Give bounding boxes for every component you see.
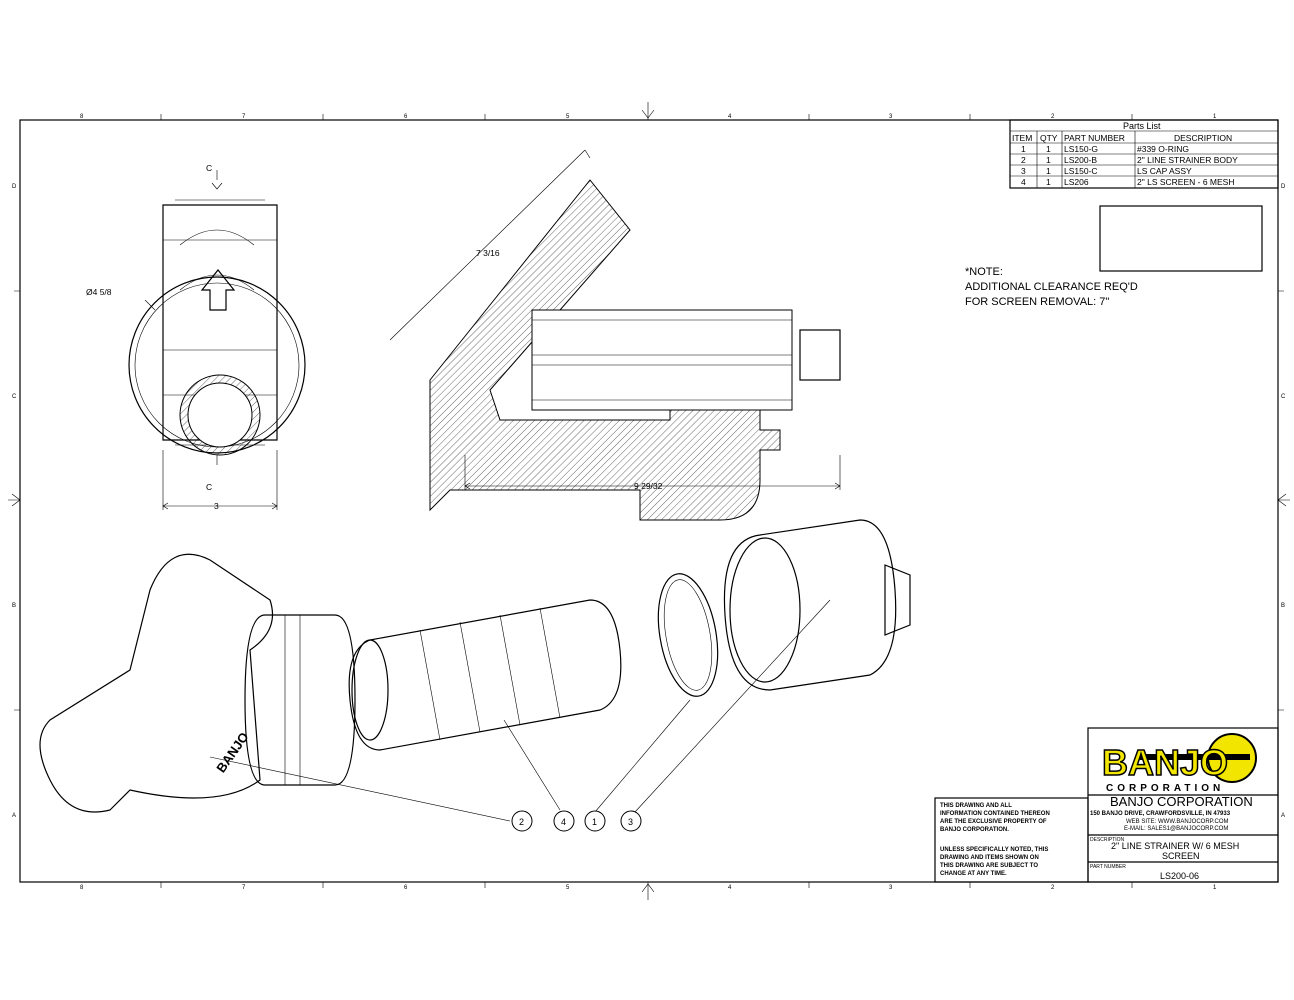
zone-col: 7 <box>242 114 246 120</box>
label-text: PART NUMBER <box>1090 864 1126 870</box>
label-text: 1 <box>1046 177 1051 187</box>
zone-col: 5 <box>566 885 570 891</box>
label-text: 1 <box>1021 144 1026 154</box>
blank-box <box>1099 205 1263 272</box>
zone-row: C <box>12 394 17 400</box>
label-text: ADDITIONAL CLEARANCE REQ'D <box>965 281 1138 293</box>
label-text: 2 <box>1021 155 1026 165</box>
parts-list: Parts List ITEM QTY PART NUMBER DESCRIPT… <box>1009 119 1279 189</box>
zone-col: 7 <box>242 885 246 891</box>
label-text: 4 <box>1021 177 1026 187</box>
zone-col: 8 <box>80 114 84 120</box>
zone-row: A <box>1281 813 1285 819</box>
parts-row: 2 1 LS200-B 2" LINE STRAINER BODY <box>1021 155 1238 165</box>
label-text: THIS DRAWING AND ALL <box>940 803 1012 809</box>
label-text: DRAWING AND ITEMS SHOWN ON <box>940 855 1039 861</box>
zone-row: B <box>1281 603 1285 609</box>
front-view: C C 3 Ø4 5/8 <box>86 163 306 511</box>
label-text: THIS DRAWING ARE SUBJECT TO <box>940 863 1038 869</box>
zone-col: 3 <box>889 885 893 891</box>
label-text: 1 <box>1046 155 1051 165</box>
company-name: BANJO CORPORATION <box>1110 794 1253 809</box>
label-text: 2" LS SCREEN - 6 MESH <box>1137 177 1235 187</box>
label-text: INFORMATION CONTAINED THEREON <box>940 811 1050 817</box>
col-header: PART NUMBER <box>1064 133 1125 143</box>
zone-col: 4 <box>728 885 732 891</box>
width-dimension: 3 <box>214 501 219 511</box>
parts-row: 4 1 LS206 2" LS SCREEN - 6 MESH <box>1021 177 1235 187</box>
section-label-top: C <box>206 163 212 173</box>
label-text: 1 <box>1046 166 1051 176</box>
label-text: LS200-B <box>1064 155 1097 165</box>
label-text: LS150-G <box>1064 144 1098 154</box>
label-text: 150 BANJO DRIVE, CRAWFORDSVILLE, IN 4793… <box>1090 811 1231 817</box>
balloon-label: 2 <box>519 817 524 827</box>
title-block: BANJO CORPORATION THIS DRAWING AND ALL I… <box>934 727 1279 883</box>
zone-markers: 8 7 6 5 4 3 2 1 8 7 6 5 4 3 2 1 D C B A … <box>8 102 1290 900</box>
zone-col: 2 <box>1051 114 1055 120</box>
zone-col: 6 <box>404 885 408 891</box>
label-text: ARE THE EXCLUSIVE PROPERTY OF <box>940 819 1047 825</box>
zone-row: A <box>12 813 16 819</box>
label-text: 2" LINE STRAINER BODY <box>1137 155 1238 165</box>
part-number: LS200-06 <box>1160 871 1199 881</box>
label-text: 3 <box>1021 166 1026 176</box>
balloon-label: 3 <box>628 817 633 827</box>
zone-row: D <box>1281 184 1286 190</box>
zone-col: 6 <box>404 114 408 120</box>
zone-col: 5 <box>566 114 570 120</box>
zone-col: 1 <box>1213 885 1217 891</box>
parts-row: 1 1 LS150-G #339 O-RING <box>1021 144 1189 154</box>
section-view: 7 3/16 9 29/32 <box>389 149 841 521</box>
label-text: DESCRIPTION <box>1090 837 1125 843</box>
drawing-border <box>19 119 1279 883</box>
body-logo-text: BANJO <box>213 729 251 775</box>
exploded-view: BANJO <box>39 519 911 822</box>
item-balloons: 2 4 1 3 <box>511 810 642 832</box>
clearance-note: *NOTE: ADDITIONAL CLEARANCE REQ'D FOR SC… <box>965 266 1138 308</box>
col-header: DESCRIPTION <box>1174 133 1232 143</box>
description: 2" LINE STRAINER W/ 6 MESH <box>1111 841 1239 851</box>
label-text: E-MAIL: SALES1@BANJOCORP.COM <box>1124 826 1228 832</box>
balloon-label: 1 <box>592 817 597 827</box>
zone-col: 2 <box>1051 885 1055 891</box>
diameter-dimension: Ø4 5/8 <box>86 287 112 297</box>
label-text: LS150-C <box>1064 166 1098 176</box>
label-text: *NOTE: <box>965 266 1003 278</box>
section-label-bottom: C <box>206 482 212 492</box>
label-text: UNLESS SPECIFICALLY NOTED, THIS <box>940 847 1048 853</box>
balloon-label: 4 <box>561 817 566 827</box>
parts-list-title: Parts List <box>1123 121 1161 131</box>
col-header: ITEM <box>1012 133 1032 143</box>
parts-row: 3 1 LS150-C LS CAP ASSY <box>1021 166 1192 176</box>
label-text: BANJO CORPORATION. <box>940 827 1009 833</box>
label-text: CORPORATION <box>1106 783 1224 794</box>
label-text: CHANGE AT ANY TIME. <box>940 871 1007 877</box>
label-text: BANJO <box>1102 742 1228 783</box>
col-header: QTY <box>1040 133 1058 143</box>
label-text: LS CAP ASSY <box>1137 166 1192 176</box>
zone-row: B <box>12 603 16 609</box>
label-text: WEB SITE: WWW.BANJOCORP.COM <box>1126 819 1229 825</box>
zone-row: C <box>1281 394 1286 400</box>
label-text: 1 <box>1046 144 1051 154</box>
label-text: FOR SCREEN REMOVAL: 7" <box>965 296 1109 308</box>
label-text: LS206 <box>1064 177 1089 187</box>
zone-col: 4 <box>728 114 732 120</box>
zone-col: 8 <box>80 885 84 891</box>
label-text: #339 O-RING <box>1137 144 1189 154</box>
banjo-logo: BANJO CORPORATION <box>1101 733 1257 794</box>
overall-length-dimension: 9 29/32 <box>634 481 663 491</box>
zone-row: D <box>12 184 17 190</box>
angled-length-dimension: 7 3/16 <box>476 248 500 258</box>
label-text: SCREEN <box>1162 851 1200 861</box>
zone-col: 1 <box>1213 114 1217 120</box>
zone-col: 3 <box>889 114 893 120</box>
